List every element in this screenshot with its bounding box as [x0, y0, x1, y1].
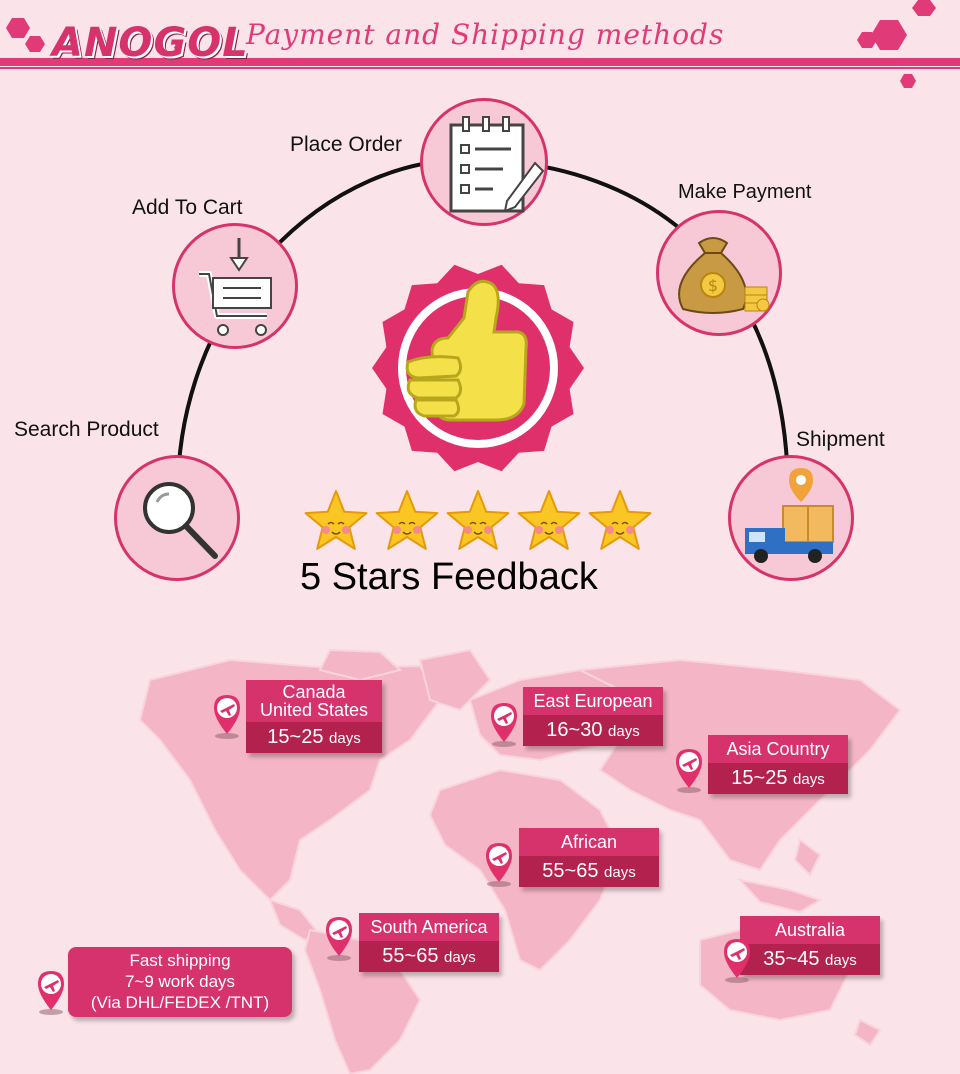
delivery-truck-icon [745, 468, 834, 563]
step-label-add-to-cart: Add To Cart [132, 196, 243, 219]
fast-shipping-carriers: (Via DHL/FEDEX /TNT) [90, 993, 270, 1012]
region-south-america: South America 55~65 days [359, 913, 499, 972]
region-name: African [560, 832, 618, 852]
step-shipment [728, 455, 854, 581]
star-icon [446, 490, 510, 550]
svg-text:$: $ [708, 276, 718, 295]
shipping-time: 35~45 [763, 948, 820, 970]
airplane-pin-icon [210, 692, 244, 740]
header-decoration [0, 0, 960, 88]
star-icon [517, 490, 581, 550]
shipping-time: 16~30 [546, 719, 603, 741]
shipping-time: 55~65 [382, 945, 439, 967]
step-make-payment: $ [656, 210, 782, 336]
star-icon [304, 490, 368, 550]
airplane-pin-icon [720, 936, 754, 984]
time-unit: days [825, 952, 857, 969]
airplane-pin-icon [482, 840, 516, 888]
airplane-pin-icon [322, 914, 356, 962]
airplane-pin-icon [672, 746, 706, 794]
fast-shipping-title: Fast shipping [129, 951, 231, 970]
step-add-to-cart [172, 223, 298, 349]
step-search-product [114, 455, 240, 581]
money-bag-icon: $ [678, 237, 770, 314]
star-rating [302, 488, 658, 554]
time-unit: days [444, 949, 476, 966]
star-icon [588, 490, 652, 550]
fast-shipping-box: Fast shipping 7~9 work days (Via DHL/FED… [68, 947, 292, 1017]
region-name: Asia Country [726, 739, 830, 759]
order-form-icon [449, 116, 545, 213]
region-name: Australia [774, 920, 846, 940]
fast-shipping-time: 7~9 work days [124, 972, 236, 991]
region-name: East European [533, 691, 653, 711]
region-east-european: East European 16~30 days [523, 687, 663, 746]
cart-icon [199, 238, 272, 336]
thumbs-up-badge [372, 264, 584, 472]
feedback-label: 5 Stars Feedback [300, 556, 598, 598]
region-name: Canada [282, 682, 346, 702]
time-unit: days [329, 730, 361, 747]
step-place-order [420, 98, 548, 226]
region-name: United States [259, 700, 369, 720]
time-unit: days [604, 864, 636, 881]
magnifier-icon [143, 482, 218, 559]
region-asia: Asia Country 15~25 days [708, 735, 848, 794]
time-unit: days [608, 723, 640, 740]
step-label-shipment: Shipment [796, 428, 885, 451]
time-unit: days [793, 771, 825, 788]
region-african: African 55~65 days [519, 828, 659, 887]
thumbs-up-icon [405, 279, 528, 422]
shipping-time: 15~25 [731, 767, 788, 789]
star-icon [375, 490, 439, 550]
step-label-make-payment: Make Payment [678, 181, 812, 203]
page-title: Payment and Shipping methods [246, 18, 725, 51]
brand-logo: ANOGOL [52, 20, 249, 66]
step-label-place-order: Place Order [290, 133, 403, 156]
step-label-search-product: Search Product [14, 418, 159, 441]
airplane-pin-icon [34, 968, 68, 1016]
region-name: South America [370, 917, 488, 937]
region-australia: Australia 35~45 days [740, 916, 880, 975]
shipping-time: 15~25 [267, 726, 324, 748]
airplane-pin-icon [487, 700, 521, 748]
shipping-time: 55~65 [542, 860, 599, 882]
